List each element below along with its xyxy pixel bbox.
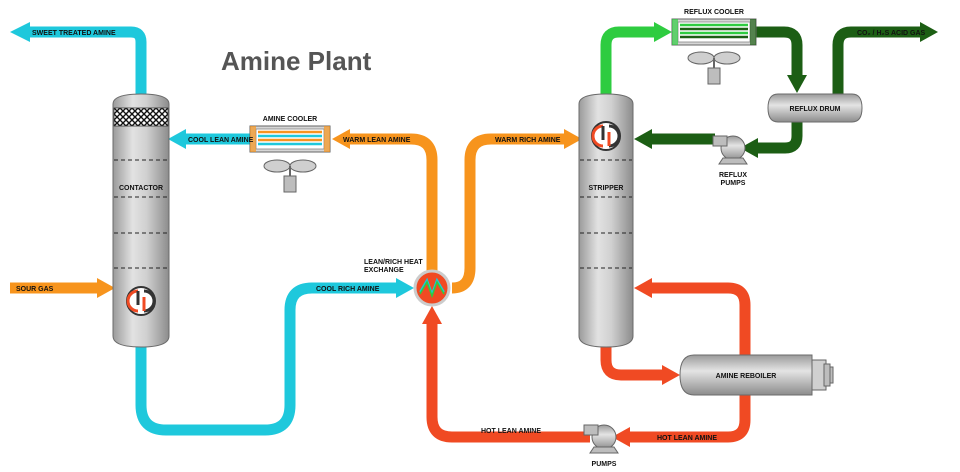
amine-reboiler-label: AMINE REBOILER: [716, 373, 777, 380]
lean-rich-heat-exchanger: LEAN/RICH HEAT EXCHANGE: [364, 259, 451, 307]
arrow-stripper-to-reboiler: [662, 365, 680, 385]
pipe-stripper-to-reboiler: [600, 345, 662, 381]
reflux-pump: REFLUX PUMPS: [712, 135, 748, 187]
arrow-hot-lean-amine-2: [612, 427, 630, 447]
arrow-reboiler-return: [634, 278, 652, 298]
pipe-acid-gas: [832, 26, 920, 95]
stream-label-hot-lean-amine-2: HOT LEAN AMINE: [657, 435, 717, 442]
page-title: Amine Plant: [221, 46, 372, 76]
logo-icon: [126, 286, 156, 316]
pipe-warm-rich-amine: [451, 133, 566, 294]
amine-reboiler: AMINE REBOILER: [679, 354, 834, 396]
stripper-label: STRIPPER: [588, 185, 623, 192]
pipe-cooler-to-drum: [756, 26, 803, 76]
stream-label-warm-lean-amine: WARM LEAN AMINE: [343, 137, 411, 144]
arrow-sour-gas: [97, 278, 115, 298]
arrow-hot-lean-amine-1: [422, 306, 442, 324]
pumps-label: PUMPS: [592, 461, 617, 468]
arrow-warm-lean-amine: [332, 129, 350, 149]
stream-label-sour-gas: SOUR GAS: [16, 286, 54, 293]
reflux-pumps-label-1: REFLUX: [719, 172, 747, 179]
pipe-hot-lean-amine-2: [628, 395, 751, 443]
arrow-overhead-vapor: [654, 22, 672, 42]
pump-icon: [583, 424, 619, 454]
reflux-cooler-label: REFLUX COOLER: [684, 9, 744, 16]
stream-label-acid-gas: CO₂ / H₂S ACID GAS: [857, 30, 926, 37]
reflux-cooler: REFLUX COOLER: [671, 9, 757, 85]
pipe-drum-to-pumps: [756, 122, 803, 154]
stream-label-sweet-treated-amine: SWEET TREATED AMINE: [32, 30, 116, 37]
pipe-overhead-vapor: [600, 26, 656, 100]
arrow-cool-lean-amine: [168, 129, 186, 149]
stream-label-hot-lean-amine-1: HOT LEAN AMINE: [481, 428, 541, 435]
stream-label-cool-rich-amine: COOL RICH AMINE: [316, 286, 380, 293]
pipe-sweet-treated-amine: [28, 26, 147, 100]
reflux-pumps-label-2: PUMPS: [721, 180, 746, 187]
stripper-column: STRIPPER: [578, 93, 634, 348]
fan-icon: [687, 51, 741, 85]
pipe-warm-lean-amine: [348, 133, 438, 272]
stream-label-warm-rich-amine: WARM RICH AMINE: [495, 137, 561, 144]
contactor-packing: [113, 107, 169, 127]
pipe-hot-lean-amine-1: [426, 322, 590, 443]
heat-exchanger-icon: [413, 269, 451, 307]
reflux-drum: REFLUX DRUM: [767, 93, 863, 123]
pump-icon: [712, 135, 748, 165]
arrow-warm-rich-amine: [564, 129, 582, 149]
arrow-acid-gas: [920, 22, 938, 42]
stream-label-cool-lean-amine: COOL LEAN AMINE: [188, 137, 254, 144]
contactor-label: CONTACTOR: [119, 185, 163, 192]
heat-exchange-label-2: EXCHANGE: [364, 267, 404, 274]
pipe-reboiler-return: [652, 282, 751, 355]
contactor-column: CONTACTOR: [112, 93, 170, 348]
logo-icon: [591, 121, 621, 151]
pipe-cool-rich-amine: [135, 282, 400, 436]
arrow-reflux-return: [634, 129, 652, 149]
arrow-drum-to-pumps: [740, 138, 758, 158]
lean-amine-pump: PUMPS: [583, 424, 619, 468]
amine-cooler-label: AMINE COOLER: [263, 116, 317, 123]
arrow-sweet-treated-amine: [10, 22, 30, 42]
reflux-drum-label: REFLUX DRUM: [790, 106, 841, 113]
amine-cooler: AMINE COOLER: [249, 116, 331, 193]
arrow-cool-rich-amine: [396, 278, 414, 298]
arrow-cooler-to-drum: [787, 75, 807, 93]
heat-exchange-label-1: LEAN/RICH HEAT: [364, 259, 423, 266]
fan-icon: [263, 159, 317, 193]
